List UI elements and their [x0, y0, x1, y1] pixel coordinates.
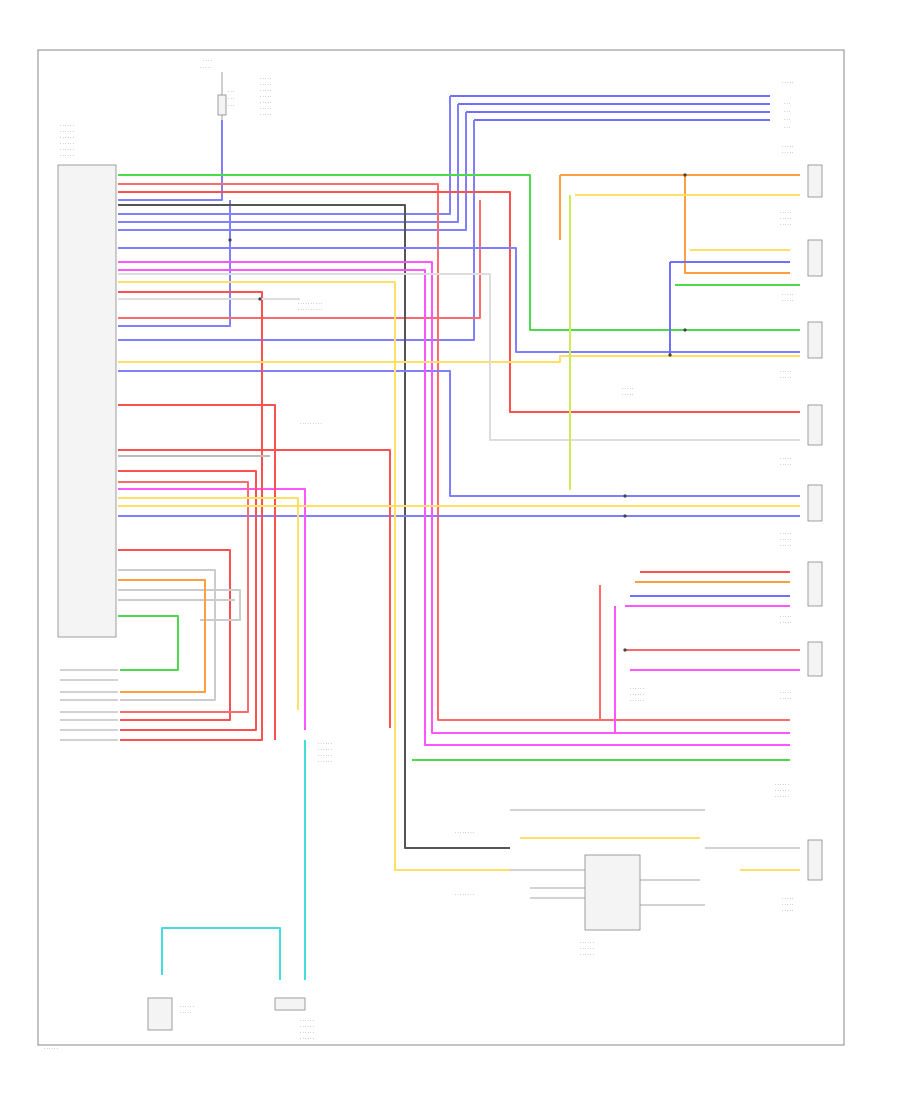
svg-text:· · · · ·: · · · · · [782, 80, 793, 85]
svg-text:· · · · ·: · · · · · [780, 543, 791, 548]
svg-text:· · · · ·: · · · · · [782, 908, 793, 913]
center-labels: · · · · · · · · · · · · · · · · · · · · … [298, 301, 644, 764]
svg-text:· · · · · ·: · · · · · · [300, 1018, 314, 1023]
svg-text:· · · · · ·: · · · · · · [318, 747, 332, 752]
wire-blk [118, 204, 510, 849]
footer-code: · · · · · · [44, 1046, 58, 1051]
svg-text:· · · · ·: · · · · · [782, 144, 793, 149]
audio-unit-connector [57, 164, 117, 638]
speaker-connectors [807, 164, 823, 881]
svg-text:· · · · · ·: · · · · · · [775, 794, 789, 799]
wire-blu-right [118, 247, 800, 517]
svg-text:· · · · ·: · · · · · [260, 112, 271, 117]
svg-text:· · · · · · · ·: · · · · · · · · [455, 892, 474, 897]
svg-text:· · · · ·: · · · · · [780, 369, 791, 374]
wire-grn-lower [118, 195, 800, 761]
svg-text:· · · · ·: · · · · · [782, 896, 793, 901]
wire-blu-bundle-top [118, 95, 770, 341]
svg-text:· · · · ·: · · · · · [260, 88, 271, 93]
svg-text:· · · · · · · · ·: · · · · · · · · · [300, 421, 322, 426]
wire-red [118, 291, 391, 741]
svg-text:· · · · · ·: · · · · · · [630, 698, 644, 703]
svg-text:· · ·: · · · [228, 103, 234, 108]
svg-text:· · · · ·: · · · · · [780, 456, 791, 461]
amplifier-block: · · · · · · · · · · · · · · · · · · · · … [455, 809, 800, 957]
svg-text:· · · · ·: · · · · · [780, 690, 791, 695]
svg-text:· · · · · ·: · · · · · · [300, 1036, 314, 1041]
svg-text:· · · · · ·: · · · · · · [60, 141, 74, 146]
svg-text:· · · · · ·: · · · · · · [580, 940, 594, 945]
fuse-block: · · · · · · · · · · · · · · · · · · · · … [200, 58, 271, 125]
svg-text:· · · · · ·: · · · · · · [60, 123, 74, 128]
svg-text:· · · · ·: · · · · · [260, 76, 271, 81]
bottom-left-pins [60, 669, 118, 741]
svg-text:· · · · ·: · · · · · [780, 375, 791, 380]
svg-text:· · ·: · · · [784, 101, 790, 106]
svg-text:· · · · · ·: · · · · · · [775, 788, 789, 793]
svg-text:· · · · ·: · · · · · [780, 614, 791, 619]
audio-unit-pin-labels: · · · · · · · · · · · · · · · · · · · · … [60, 123, 74, 158]
diagram-frame [37, 49, 845, 1046]
svg-text:· · · · ·: · · · · · [780, 696, 791, 701]
svg-text:· · · · ·: · · · · · [260, 100, 271, 105]
junction-dots [228, 173, 687, 652]
svg-text:· · · · ·: · · · · · [260, 106, 271, 111]
svg-text:· · · · · ·: · · · · · · [580, 946, 594, 951]
svg-text:· · · · ·: · · · · · [782, 298, 793, 303]
speaker-labels: · · · · ·· · · · · · · · · ·· · · · ·· ·… [775, 144, 793, 913]
svg-text:· · · · · ·: · · · · · · [300, 1030, 314, 1035]
svg-text:· · · · · ·: · · · · · · [630, 692, 644, 697]
svg-text:· · · · · ·: · · · · · · [775, 782, 789, 787]
svg-text:· · · · · ·: · · · · · · [300, 1024, 314, 1029]
svg-text:· · · · ·: · · · · · [260, 94, 271, 99]
svg-text:· · · · · ·: · · · · · · [60, 147, 74, 152]
wire-wht [118, 273, 800, 701]
svg-text:· · · · · ·: · · · · · · [580, 952, 594, 957]
svg-text:· · · · · · · · · ·: · · · · · · · · · · [298, 307, 322, 312]
svg-text:· · · · · ·: · · · · · · [60, 153, 74, 158]
svg-text:· · · · ·: · · · · · [260, 82, 271, 87]
wire-lt-grn-top [118, 174, 800, 331]
svg-text:· · · · ·: · · · · · [780, 210, 791, 215]
svg-text:· · · · ·: · · · · · [782, 150, 793, 155]
svg-text:· · · · · ·: · · · · · · [180, 1004, 194, 1009]
svg-text:· · · · ·: · · · · · [780, 222, 791, 227]
svg-text:· · · · · ·: · · · · · · [318, 741, 332, 746]
wire-right-feeds [575, 194, 800, 733]
svg-text:· · · · · ·: · · · · · · [318, 759, 332, 764]
svg-text:· · ·: · · · [784, 125, 790, 130]
svg-text:· · · · · ·: · · · · · · [318, 753, 332, 758]
svg-text:· · ·: · · · [228, 89, 234, 94]
svg-text:· · · · · ·: · · · · · · [60, 129, 74, 134]
svg-text:· · · · ·: · · · · · [780, 462, 791, 467]
svg-text:· · · · · · · ·: · · · · · · · · [455, 830, 474, 835]
wire-lt-blu [161, 740, 306, 980]
svg-text:· · · · ·: · · · · · [622, 392, 633, 397]
svg-text:· · · ·: · · · · [203, 58, 212, 63]
wire-pnk [118, 183, 800, 721]
svg-text:· · · · ·: · · · · · [780, 531, 791, 536]
svg-text:· · · · ·: · · · · · [780, 537, 791, 542]
svg-text:· · · · ·: · · · · · [782, 902, 793, 907]
svg-text:· · · · ·: · · · · · [180, 1010, 191, 1015]
bottom-components: · · · · · · · · · · · · · · · · · · · · … [147, 997, 314, 1041]
svg-text:· · · · ·: · · · · · [782, 292, 793, 297]
wire-yel [118, 281, 800, 871]
svg-text:· · · · · · · · · ·: · · · · · · · · · · [298, 301, 322, 306]
svg-text:· · ·: · · · [228, 96, 234, 101]
wire-org [118, 174, 800, 693]
svg-text:· · · · · ·: · · · · · · [630, 686, 644, 691]
svg-text:· · · · ·: · · · · · [622, 386, 633, 391]
svg-text:· · ·: · · · [784, 109, 790, 114]
header-labels: · · · · · · · · · · · · · · · · · [782, 80, 793, 130]
svg-text:· · · · · ·: · · · · · · [60, 135, 74, 140]
svg-text:· · · · ·: · · · · · [780, 216, 791, 221]
svg-text:· · · · ·: · · · · · [200, 65, 211, 70]
wire-vio [118, 261, 790, 746]
svg-text:· · · · ·: · · · · · [780, 620, 791, 625]
svg-text:· · ·: · · · [784, 117, 790, 122]
